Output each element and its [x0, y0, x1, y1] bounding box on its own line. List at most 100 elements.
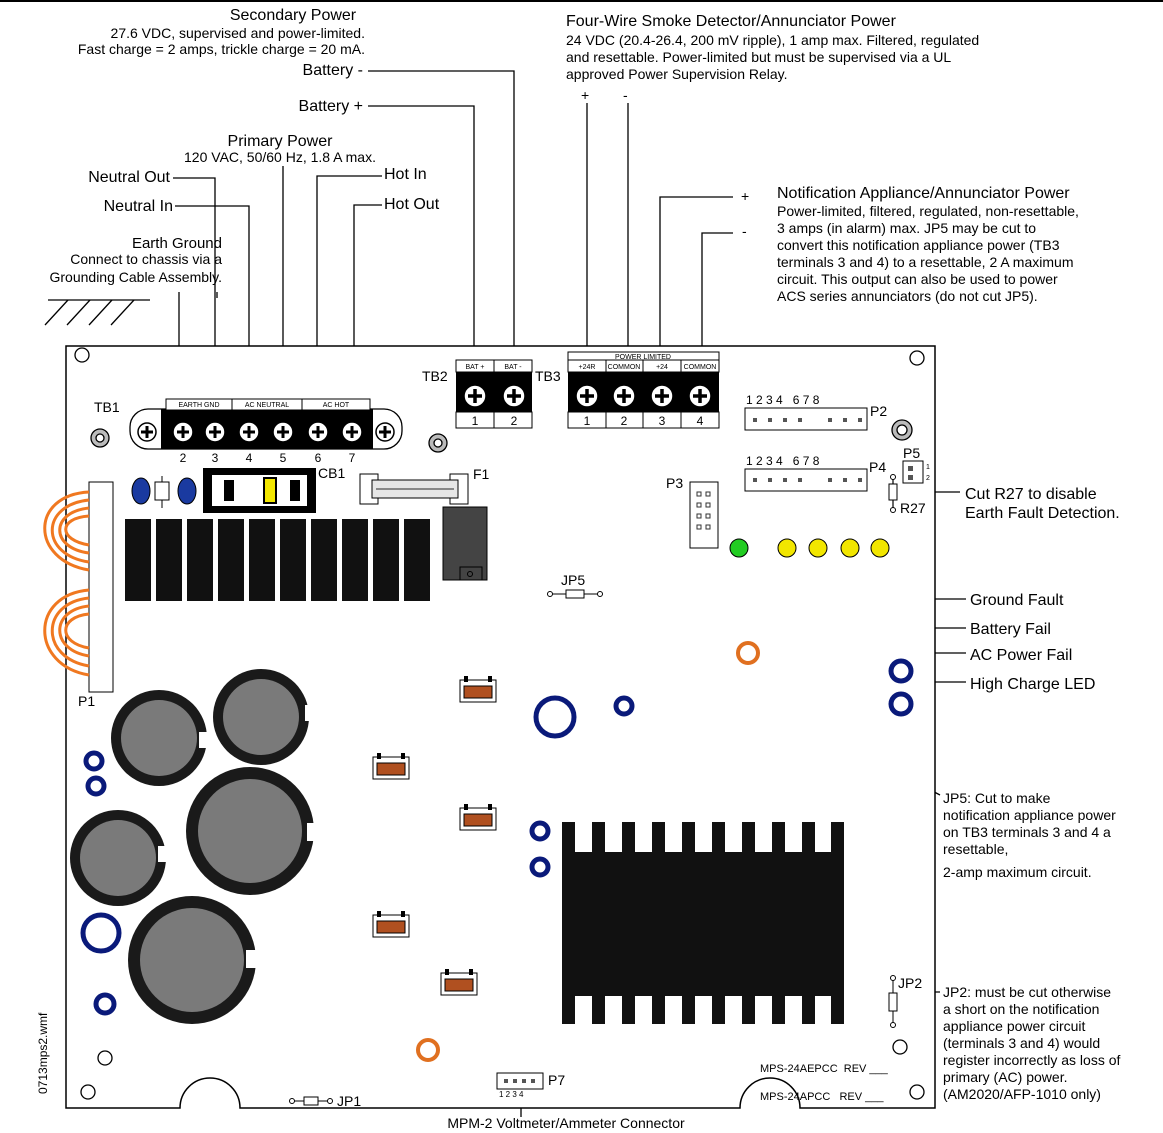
- tb3-terminal-block: TB3 POWER LIMITED +24R COMMON +24 COMMON…: [535, 351, 720, 429]
- tb1-pin-4: 4: [246, 451, 253, 465]
- jp2-note-1: a short on the notification: [943, 1001, 1099, 1017]
- ac-power-fail-label: AC Power Fail: [970, 647, 1072, 664]
- tb2-header-bat-minus: BAT -: [504, 364, 522, 371]
- p5-label: P5: [903, 445, 920, 461]
- r27-resistor: R27: [888, 474, 926, 516]
- earth-ground-line2: Grounding Cable Assembly.: [50, 269, 223, 285]
- cut-r27-line2: Earth Fault Detection.: [965, 505, 1120, 522]
- cb1-breaker: CB1: [131, 465, 345, 513]
- jp5-note-4: 2-amp maximum circuit.: [943, 864, 1092, 880]
- file-id-label: 0713mps2.wmf: [36, 1012, 50, 1094]
- notification-plus: +: [741, 188, 749, 204]
- tb3-header-3: COMMON: [684, 364, 717, 371]
- model-text-1: MPS-24AEPCC REV ___: [760, 1063, 889, 1075]
- tb3-pin-3: 3: [659, 414, 666, 428]
- four-wire-title: Four-Wire Smoke Detector/Annunciator Pow…: [566, 13, 897, 30]
- model-text-2: MPS-24APCC REV ___: [760, 1091, 884, 1103]
- secondary-power-line2: Fast charge = 2 amps, trickle charge = 2…: [78, 41, 365, 57]
- high-charge-led: [729, 538, 749, 558]
- battery-plus-label: Battery +: [299, 98, 363, 115]
- tb1-pin-5: 5: [280, 451, 287, 465]
- notification-minus: -: [742, 223, 747, 239]
- p7-label: P7: [548, 1072, 565, 1088]
- regulator-chips: [372, 676, 497, 996]
- four-wire-line2: and resettable. Power-limited but must b…: [566, 49, 951, 65]
- battery-minus-label: Battery -: [303, 62, 363, 79]
- jp2-note-5: primary (AC) power.: [943, 1069, 1067, 1085]
- tb1-header-earth: EARTH GND: [178, 402, 219, 409]
- jp5-note-2: on TB3 terminals 3 and 4 a: [943, 824, 1111, 840]
- notification-line-0: Power-limited, filtered, regulated, non-…: [777, 203, 1079, 219]
- ac-power-fail-led: [777, 538, 797, 558]
- notification-line-4: circuit. This output can also be used to…: [777, 271, 1058, 287]
- tb2-label: TB2: [422, 368, 448, 384]
- toroid-transformer: P1: [43, 481, 114, 709]
- p4-pin-labels: 1 2 3 4 6 7 8: [746, 454, 820, 468]
- tb3-pin-4: 4: [697, 414, 704, 428]
- status-leds: [729, 538, 890, 558]
- r27-label: R27: [900, 500, 926, 516]
- capacitors: [70, 641, 914, 1062]
- tb1-pin-6: 6: [315, 451, 322, 465]
- jp5-label: JP5: [561, 572, 585, 588]
- four-wire-line3: approved Power Supervision Relay.: [566, 66, 788, 82]
- jp1-label: JP1: [337, 1093, 361, 1109]
- tb1-header-hot: AC HOT: [323, 402, 350, 409]
- notification-line-5: ACS series annunciators (do not cut JP5)…: [777, 288, 1038, 304]
- jp5-note-0: JP5: Cut to make: [943, 790, 1051, 806]
- p1-label: P1: [78, 693, 95, 709]
- four-wire-minus: -: [623, 87, 628, 103]
- four-wire-line1: 24 VDC (20.4-26.4, 200 mV ripple), 1 amp…: [566, 32, 979, 48]
- jp5-jumper: JP5: [547, 572, 603, 599]
- primary-power-title: Primary Power: [228, 133, 334, 150]
- notification-line-1: 3 amps (in alarm) max. JP5 may be cut to: [777, 220, 1036, 236]
- tb3-pin-1: 1: [584, 414, 591, 428]
- earth-ground-title: Earth Ground: [132, 235, 222, 252]
- neutral-out-label: Neutral Out: [88, 169, 170, 186]
- cut-r27-line1: Cut R27 to disable: [965, 486, 1097, 503]
- tb1-header-neutral: AC NEUTRAL: [245, 402, 289, 409]
- cb1-label: CB1: [318, 465, 345, 481]
- p7-connector: 1 2 3 4 P7: [496, 1072, 565, 1099]
- p2-label: P2: [870, 403, 887, 419]
- jp2-note-6: (AM2020/AFP-1010 only): [943, 1086, 1101, 1102]
- jp2-note-2: appliance power circuit: [943, 1018, 1086, 1034]
- f1-label: F1: [473, 466, 490, 482]
- f1-fuse: F1: [359, 466, 490, 505]
- p5-pin-1: 1: [926, 464, 930, 471]
- secondary-power-line1: 27.6 VDC, supervised and power-limited.: [111, 25, 365, 41]
- tb1-label: TB1: [94, 399, 120, 415]
- p7-pin-labels: 1 2 3 4: [499, 1090, 524, 1099]
- tb1-pin-7: 7: [349, 451, 356, 465]
- tb2-pin-2: 2: [511, 414, 518, 428]
- tb3-header-0: +24R: [579, 364, 596, 371]
- notification-line-2: convert this notification appliance powe…: [777, 237, 1060, 253]
- p5-pin-2: 2: [926, 475, 930, 482]
- earth-ground-line1: Connect to chassis via a: [70, 251, 222, 267]
- mpm2-connector-label: MPM-2 Voltmeter/Ammeter Connector: [447, 1115, 685, 1131]
- tb3-header-1: COMMON: [608, 364, 641, 371]
- tb2-terminal-block: TB2 BAT + BAT - 1 2: [422, 359, 533, 429]
- battery-fail-label: Battery Fail: [970, 621, 1051, 638]
- p2-connector: 1 2 3 4 6 7 8 P2: [744, 393, 887, 431]
- jp2-note-4: register incorrectly as loss of: [943, 1052, 1121, 1068]
- notification-title: Notification Appliance/Annunciator Power: [777, 185, 1070, 202]
- ground-fault-led-2: [870, 538, 890, 558]
- heatsink-bottom: [562, 822, 844, 1024]
- notification-line-3: terminals 3 and 4) to a resettable, 2 A …: [777, 254, 1073, 270]
- jp5-note-3: resettable,: [943, 841, 1008, 857]
- high-charge-led-label: High Charge LED: [970, 676, 1095, 693]
- p3-label: P3: [666, 475, 683, 491]
- ground-fault-led: [840, 538, 860, 558]
- tb3-header-2: +24: [656, 364, 668, 371]
- heatsink-top: [125, 519, 430, 601]
- jp2-note-0: JP2: must be cut otherwise: [943, 984, 1111, 1000]
- tb1-terminal-block: TB1 EARTH GND AC NEUTRAL AC HOT 2 3 4 5 …: [94, 398, 403, 465]
- jp2-note-3: (terminals 3 and 4) would: [943, 1035, 1100, 1051]
- four-wire-plus: +: [581, 87, 589, 103]
- p2-pin-labels: 1 2 3 4 6 7 8: [746, 393, 820, 407]
- hot-in-label: Hot In: [384, 166, 427, 183]
- tb1-pin-2: 2: [180, 451, 187, 465]
- ground-fault-label: Ground Fault: [970, 592, 1064, 609]
